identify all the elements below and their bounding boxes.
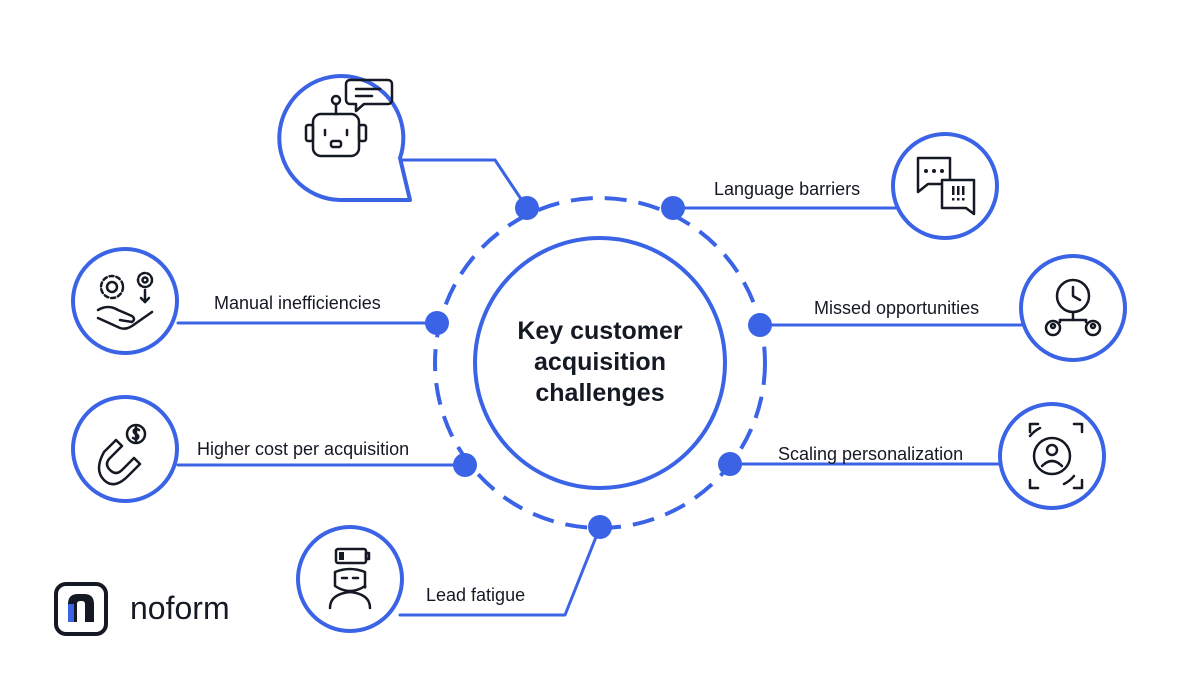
dot-scaling: [718, 452, 742, 476]
dot-missed: [748, 313, 772, 337]
connector-chatbot: [400, 158, 529, 210]
dot-manual: [425, 311, 449, 335]
gears-hand-icon: [71, 247, 179, 355]
low-battery-person-icon: [296, 525, 404, 633]
dot-language: [661, 196, 685, 220]
dot-chatbot: [515, 196, 539, 220]
connector-fatigue: [398, 525, 602, 617]
dot-fatigue: [588, 515, 612, 539]
center-title: Key customer acquisition challenges: [517, 317, 683, 407]
robot-chat-icon: [277, 74, 412, 202]
label-scaling-personalization: Scaling personalization: [778, 444, 964, 464]
noform-logo-icon: [54, 582, 108, 636]
dot-cost: [453, 453, 477, 477]
label-manual-inefficiencies: Manual inefficiencies: [214, 293, 381, 313]
label-missed-opportunities: Missed opportunities: [814, 298, 980, 318]
person-expand-icon: [998, 402, 1106, 510]
center-circle: [473, 236, 727, 490]
brand-name: noform: [130, 590, 230, 626]
chat-bubbles-icon: [891, 132, 999, 240]
label-language-barriers: Language barriers: [714, 179, 861, 199]
clock-people-icon: [1019, 254, 1127, 362]
label-lead-fatigue: Lead fatigue: [426, 585, 526, 605]
magnet-dollar-icon: [71, 395, 179, 503]
label-higher-cost: Higher cost per acquisition: [197, 439, 410, 459]
